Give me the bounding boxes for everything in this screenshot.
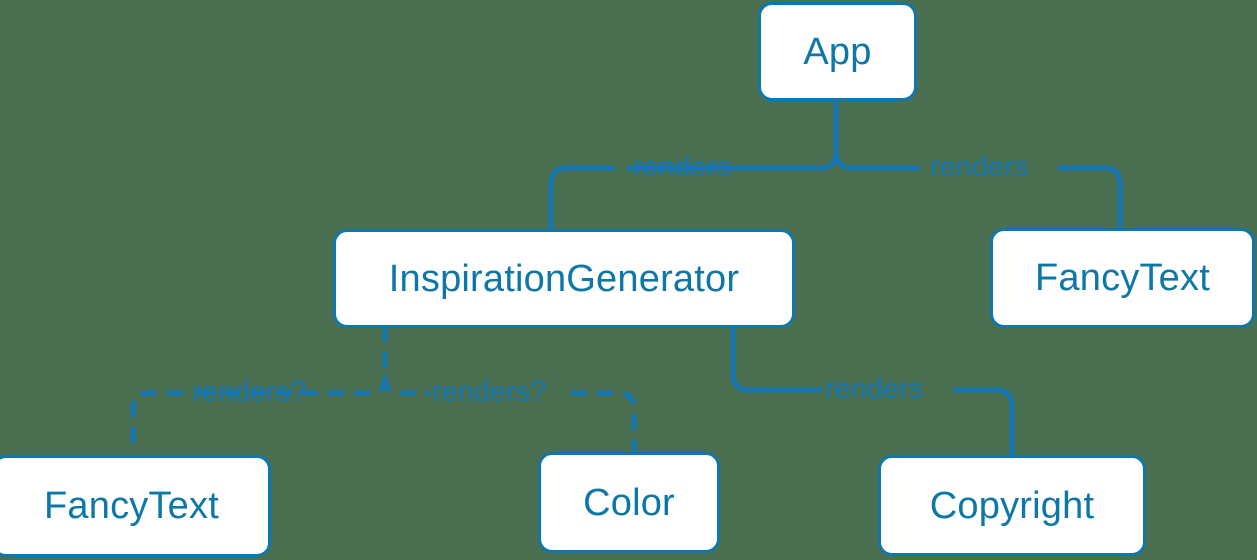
edge-label-renders-app-fancytext: renders: [930, 151, 1029, 183]
edge-label-renders-app-inspirationgenerator: renders: [633, 151, 732, 183]
node-copyright-label: Copyright: [929, 484, 1095, 527]
edge-app-to-fancytext: [833, 149, 921, 171]
edge-inspgen-to-fancytext-dashed-tail: [130, 390, 184, 458]
edge-label-renders-question-fancytext: renders?: [192, 376, 307, 408]
edge-label-renders-copyright: renders: [825, 373, 924, 405]
node-app[interactable]: App: [758, 2, 917, 101]
edge-app-to-fancytext-tail: [1057, 165, 1123, 231]
node-inspiration-generator[interactable]: InspirationGenerator: [333, 229, 795, 328]
node-color-label: Color: [583, 481, 675, 524]
node-fancytext-bottom[interactable]: FancyText: [0, 455, 271, 557]
node-copyright[interactable]: Copyright: [878, 455, 1146, 556]
edge-app-to-inspirationgenerator-tail: [548, 165, 616, 232]
edge-inspgen-to-color-dashed-tail: [570, 390, 637, 455]
node-app-label: App: [803, 30, 872, 73]
node-fancytext-bottom-label: FancyText: [44, 485, 219, 527]
node-inspiration-generator-label: InspirationGenerator: [388, 257, 740, 300]
node-fancytext-right[interactable]: FancyText: [990, 228, 1255, 328]
node-fancytext-right-label: FancyText: [1035, 257, 1210, 299]
edge-label-renders-question-color: renders?: [432, 376, 547, 408]
edge-inspgen-to-copyright-tail: [952, 387, 1015, 458]
node-color[interactable]: Color: [538, 452, 720, 553]
edge-inspgen-to-copyright: [730, 325, 823, 393]
edge-inspgen-to-color-dashed: [382, 375, 431, 396]
